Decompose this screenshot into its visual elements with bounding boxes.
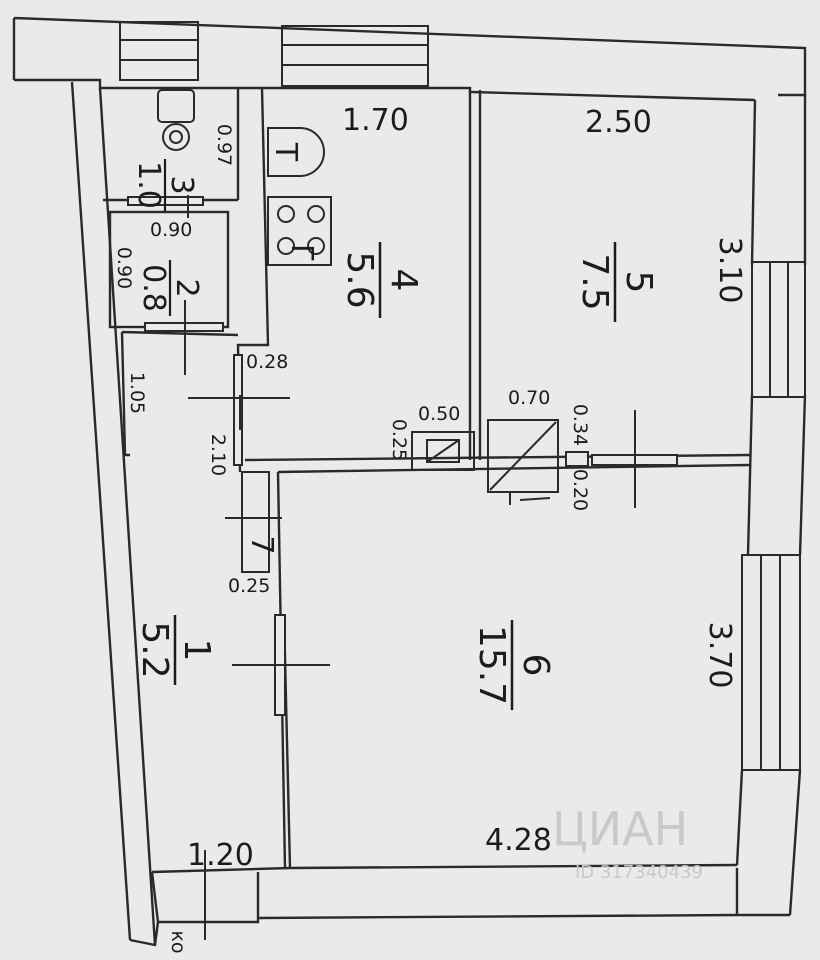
- dim-bath-depth: 0.97: [213, 124, 235, 166]
- watermark: ЦИАН ID 317340439: [552, 802, 703, 883]
- dim-room5-depth: 3.10: [712, 237, 747, 304]
- room-number-7: 7: [244, 535, 279, 554]
- right-wall-outer-2: [798, 394, 807, 556]
- vent-icon: [411, 431, 475, 471]
- dim-wall-028: 0.28: [246, 351, 288, 373]
- windows: [119, 21, 806, 771]
- room-number-6: 6: [515, 654, 556, 677]
- dim-wc-depth: 0.90: [113, 247, 135, 289]
- dim-room6-width: 4.28: [485, 823, 552, 858]
- left-wall-outer: [70, 81, 132, 941]
- window-right-lower: [741, 554, 801, 771]
- dim-room5-width: 2.50: [585, 105, 652, 140]
- window-right-upper: [751, 261, 806, 398]
- room-number-5: 5: [618, 271, 659, 294]
- room-number-1: 1: [176, 639, 217, 662]
- dim-shaft-width: 0.70: [508, 387, 550, 409]
- right-wall-inner: [750, 99, 757, 266]
- room-area-2: 0.8: [136, 264, 171, 312]
- room-number-2: 2: [169, 278, 204, 297]
- dim-vent-width: 0.50: [418, 403, 460, 425]
- dim-kitchen-width: 1.70: [342, 103, 409, 138]
- right-wall-inner-2: [746, 394, 754, 556]
- partition-hall-top: [121, 330, 239, 337]
- partition-mid-lower: [277, 463, 751, 474]
- top-wall-inner: [14, 78, 756, 102]
- right-wall-outer-3: [788, 769, 802, 916]
- boiler-letter: T: [268, 142, 303, 162]
- dimension-labels: 1.70 2.50 4.28 1.20 3.10 3.70 0.97 0.90 …: [113, 103, 747, 873]
- door-kitchen: [233, 354, 243, 466]
- dim-closet-025: 0.25: [228, 575, 270, 597]
- door-closet: [241, 471, 270, 573]
- watermark-id: ID 317340439: [575, 862, 703, 883]
- dim-shaft-034: 0.34: [569, 404, 591, 446]
- room-label-4: 4 5.6: [339, 242, 424, 318]
- toilet-icon: [157, 89, 195, 151]
- room-area-5: 7.5: [574, 253, 615, 310]
- left-wall-inner: [98, 87, 157, 946]
- room-label-1: 1 5.2: [134, 615, 217, 685]
- room-number-3: 3: [164, 175, 199, 194]
- boiler-icon: [267, 127, 325, 177]
- dim-hall-length: 2.10: [207, 434, 229, 476]
- dim-hall-width: 1.20: [187, 838, 254, 873]
- stove-letter: Г: [284, 244, 319, 262]
- dim-hall-upper: 1.05: [126, 372, 148, 414]
- shaft-icon: [487, 419, 559, 505]
- room-number-4: 4: [383, 269, 424, 292]
- window-top-middle: [281, 25, 429, 87]
- top-wall-outer: [13, 16, 807, 97]
- room-area-3: 1.0: [131, 161, 166, 209]
- room-label-5: 5 7.5: [574, 242, 659, 322]
- bottom-wall-outer: [735, 868, 790, 917]
- right-wall-inner-3: [735, 769, 744, 866]
- dim-room6-depth: 3.70: [702, 622, 737, 689]
- fixtures: [157, 89, 589, 505]
- dim-wc-width: 0.90: [150, 219, 192, 241]
- dim-shaft-020: 0.20: [569, 469, 591, 511]
- room-label-2: 2 0.8: [136, 260, 204, 316]
- doors: [127, 195, 678, 940]
- room-area-4: 5.6: [339, 251, 380, 308]
- room-area-6: 15.7: [471, 625, 512, 705]
- shaft-gap-fill: [565, 451, 589, 467]
- watermark-brand: ЦИАН: [552, 802, 688, 856]
- bottom-left-entry: [150, 871, 260, 924]
- dim-vent-depth: 0.25: [388, 419, 410, 461]
- window-top-left: [119, 21, 199, 81]
- stove-icon: [267, 196, 332, 266]
- corner-text: ко: [167, 930, 189, 953]
- room-label-3: 3 1.0: [131, 159, 199, 211]
- bottom-wall-outer-2: [257, 913, 738, 920]
- room-label-6: 6 15.7: [471, 620, 556, 710]
- room-area-1: 5.2: [134, 621, 175, 678]
- hall-left-jog: [120, 331, 130, 457]
